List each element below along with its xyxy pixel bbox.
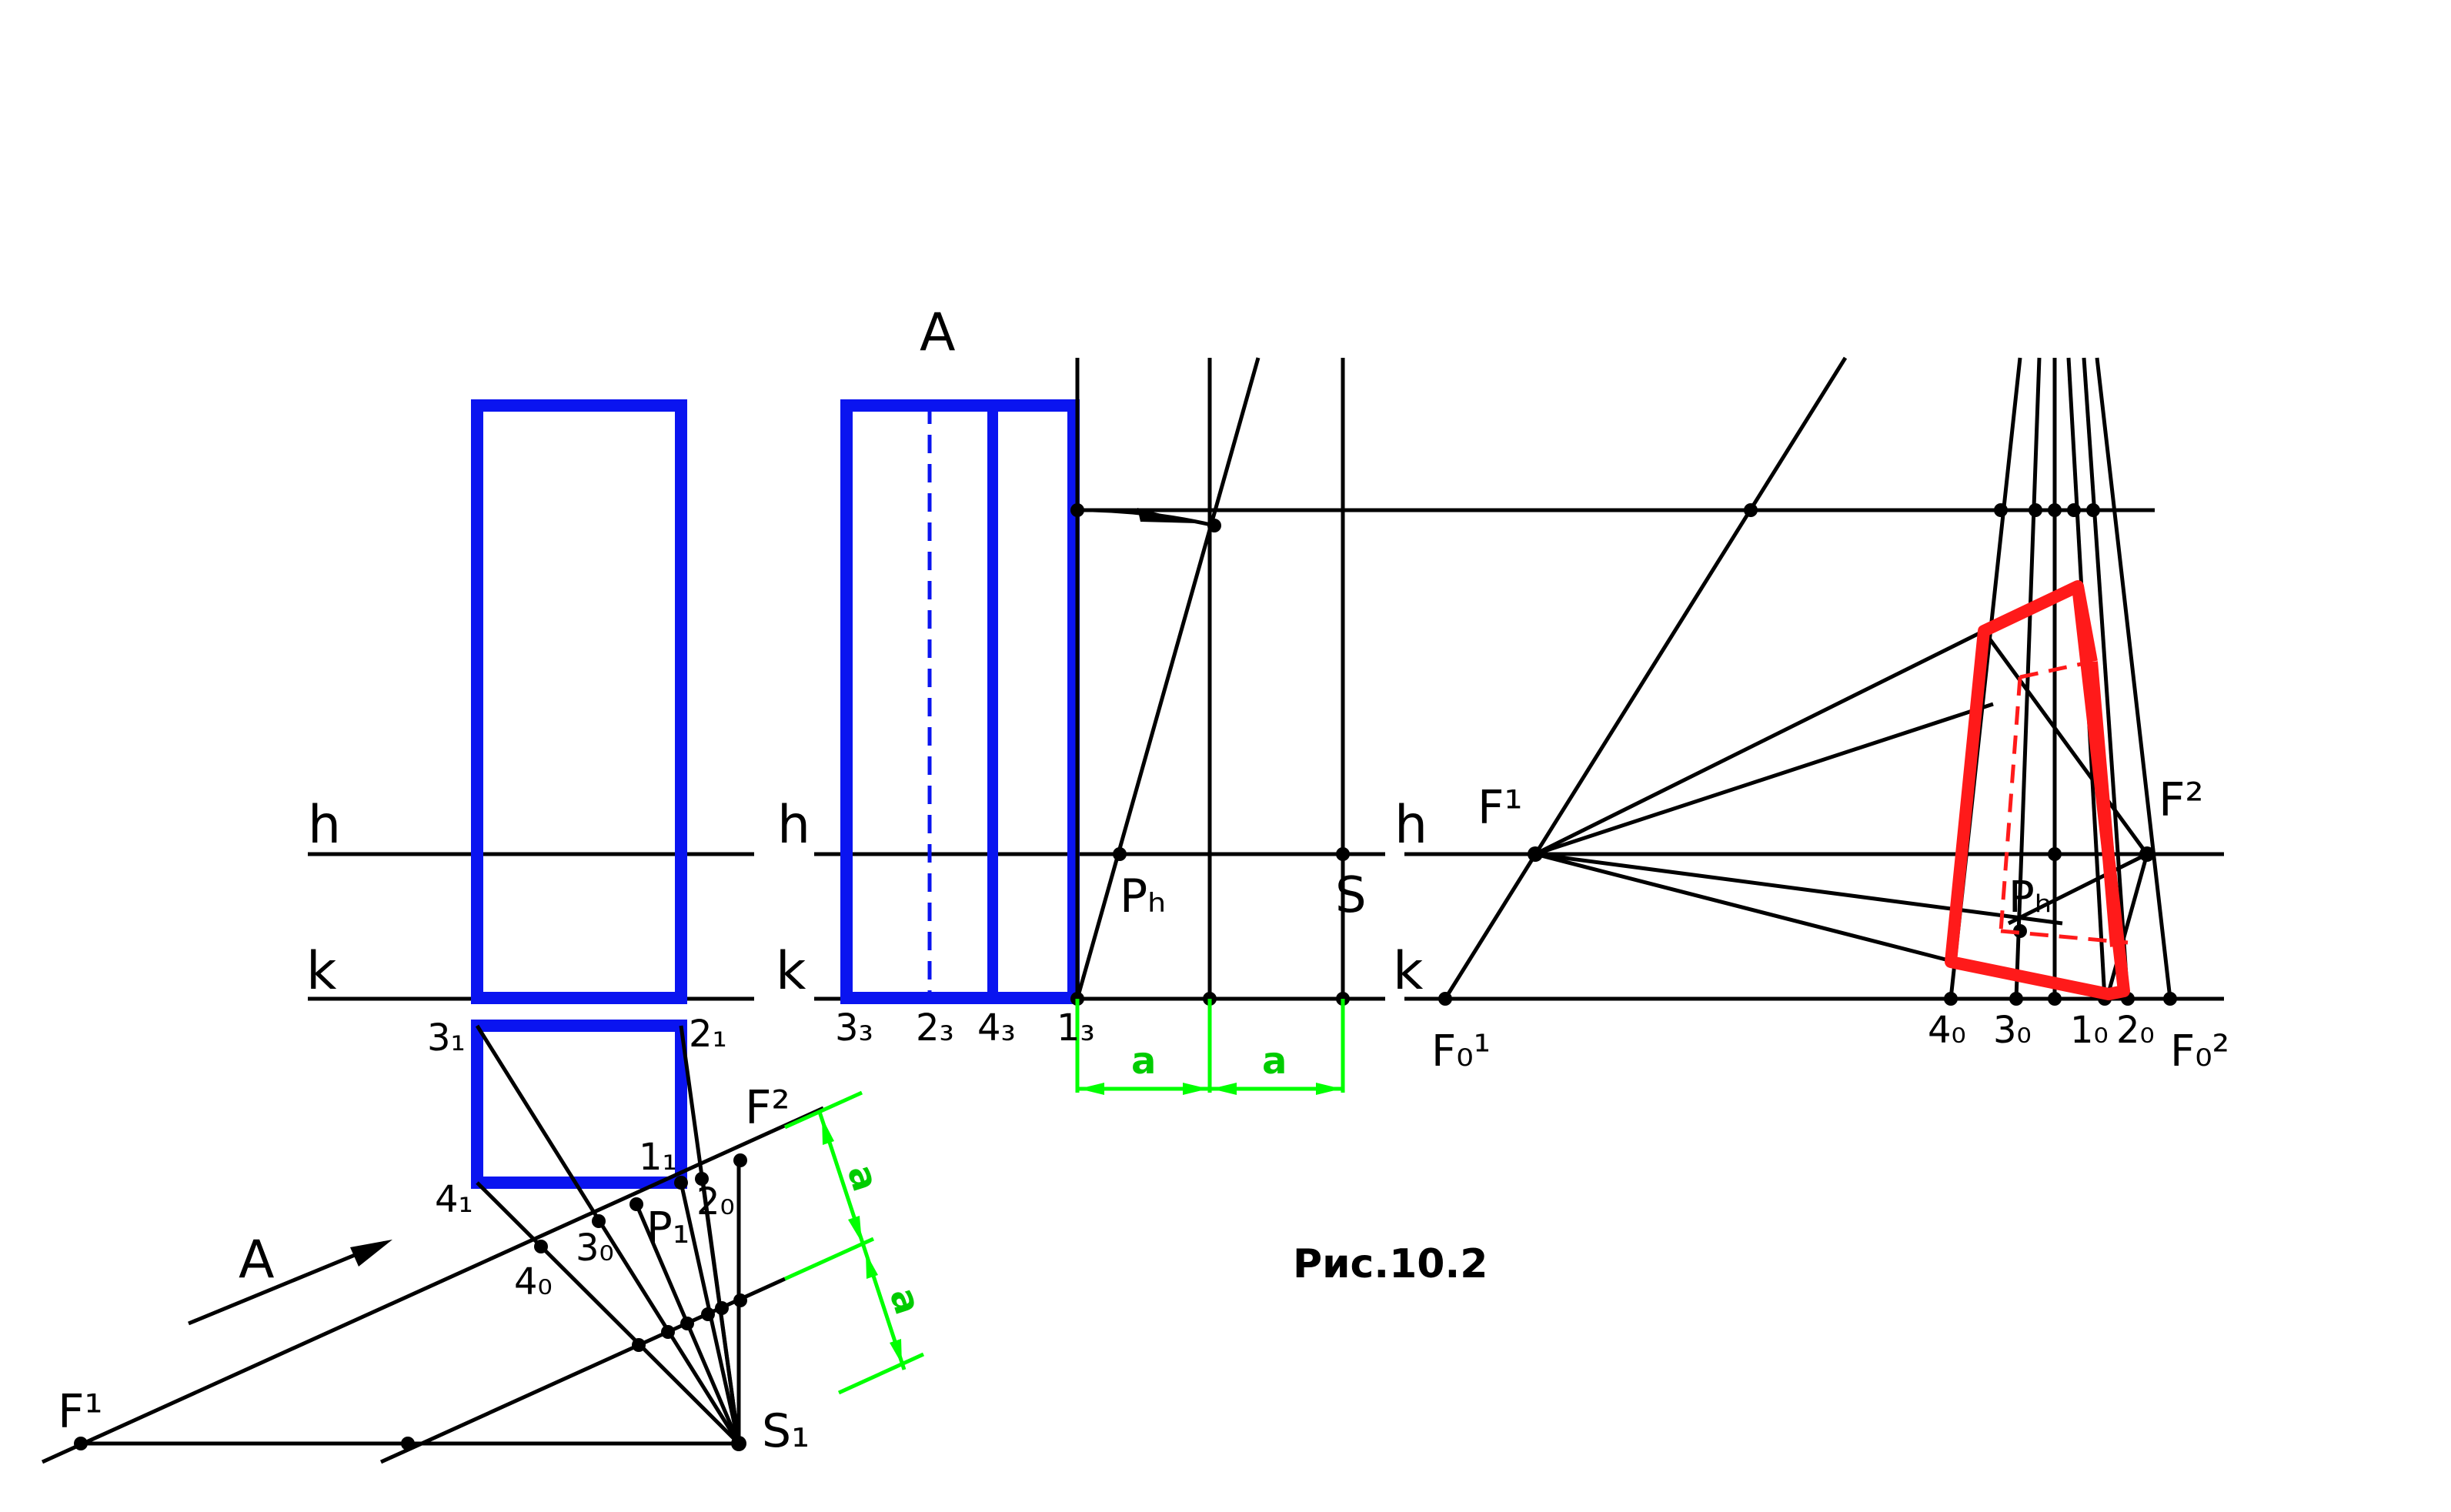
view-direction-label-plan: A [239,1230,275,1290]
dim-plan-label-1: a [839,1160,887,1197]
horizon-label-side: h [777,795,810,856]
dim-side-arrow-3 [1211,1083,1237,1095]
dim-side-label-2: a [1262,1040,1287,1083]
dim-plan-ext-1 [783,1090,863,1130]
persp-front-face [1945,580,2130,1000]
plan-vertex-1: 1₁ [639,1136,677,1179]
hk-labels: h k h k h k [306,795,1428,1002]
side-station-label: S [1335,867,1367,924]
side-ground-4: 4₃ [977,1006,1016,1050]
side-picture-plane: Pₕ [1120,869,1166,923]
persp-f2-label: F² [2159,773,2204,827]
persp-hidden-2 [1999,676,2022,932]
persp-ground-1: 1₀ [2070,1009,2109,1052]
persp-fan-5 [2082,357,2130,1000]
figure-caption: Рис.10.2 [1293,1241,1488,1287]
persp-ground-2: 2₀ [2116,1009,2155,1052]
view-direction-arrow-line [188,1240,386,1326]
side-rectangle [840,399,1080,1004]
ground-label-side: k [776,941,806,1002]
persp-fan-2 [2014,357,2042,1000]
side-arc-arrowhead [1137,508,1197,523]
persp-hidden-1 [2019,659,2092,679]
side-ground-1: 1₃ [1057,1006,1095,1050]
plan-f1-label: F¹ [58,1385,103,1439]
persp-right-edge-2 [2085,661,2122,947]
dim-plan-arrow-1 [822,1117,834,1145]
side-slanted-ray [1075,357,1261,1000]
plan-vertex-4: 4₁ [435,1178,473,1221]
plan-s1-label: S₁ [762,1404,810,1458]
labels: A A 3₁ 2₁ 4₁ 1₁ 4₀ 3₀ 2₀ P₁ F¹ F² S₁ 3₃ … [58,302,2229,1458]
persp-f1-slant [1443,356,1848,1000]
plan-f2-label: F² [745,1081,790,1135]
dim-side-label-1: a [1131,1040,1156,1083]
horizon-label-persp: h [1394,795,1428,856]
persp-picture-plane: Pₕ [2009,873,2052,923]
perspective-construction [1438,356,2177,1006]
plan-vertex-3: 3₁ [427,1016,466,1060]
ray-s1-3 [475,1024,741,1445]
plan-picture-plane: P₁ [646,1203,690,1253]
plan-rectangle [471,1020,687,1189]
view-direction-label-top: A [920,302,956,363]
perspective-object [1945,580,2130,1000]
dim-plan-ext-2 [783,1237,875,1281]
persp-f1-ray-c [1534,852,1955,964]
persp-f1-label: F¹ [1478,781,1523,835]
plan-vertex-2: 2₁ [689,1013,727,1056]
dim-side-arrow-2 [1183,1083,1208,1095]
ray-s1-4 [476,1181,740,1445]
persp-f2-ray-a [1982,629,2149,856]
dim-plan-arrow-2 [848,1216,862,1243]
persp-f02-label: F₀² [2170,1026,2229,1076]
front-view-rectangle [471,399,687,1004]
persp-hidden-3 [2000,929,2129,945]
dimension-marks: a a a a [783,999,1345,1395]
persp-f1-ray-a [1534,629,1985,856]
side-view [840,357,2155,1006]
view-direction-arrowhead [350,1240,392,1267]
ground-label-persp: k [1393,941,1424,1002]
persp-f2-ray-c [2106,853,2149,993]
persp-right-edge [2072,585,2098,663]
plan-trace-3: 3₀ [576,1227,614,1270]
persp-ground-4: 4₀ [1928,1009,1966,1052]
dim-side-arrow-1 [1079,1083,1104,1095]
dim-plan-label-2: a [881,1283,930,1320]
plan-picture-plane-line [41,1106,825,1464]
plan-trace-4: 4₀ [514,1260,553,1303]
plan-view [41,1020,825,1464]
persp-f2-ray-b [2007,852,2149,926]
horizon-label-front: h [308,795,341,856]
dim-plan-arrow-3 [866,1253,878,1279]
dim-side-arrow-4 [1316,1083,1341,1095]
side-ground-3: 3₃ [835,1006,873,1050]
persp-f1-ray-d [1534,852,2063,926]
persp-f1-ray-b [1534,702,1994,856]
side-ground-2: 2₃ [916,1006,954,1050]
persp-ground-3: 3₀ [1993,1009,2032,1052]
persp-f01-label: F₀¹ [1431,1026,1491,1076]
persp-fan-6 [2095,357,2172,1000]
ground-label-front: k [306,941,337,1002]
plan-trace-2: 2₀ [696,1180,735,1223]
dim-plan-line [817,1111,907,1370]
dim-plan-ext-3 [837,1352,925,1395]
horizon-ground-lines [308,852,2224,1001]
dim-plan-arrow-4 [890,1339,902,1364]
